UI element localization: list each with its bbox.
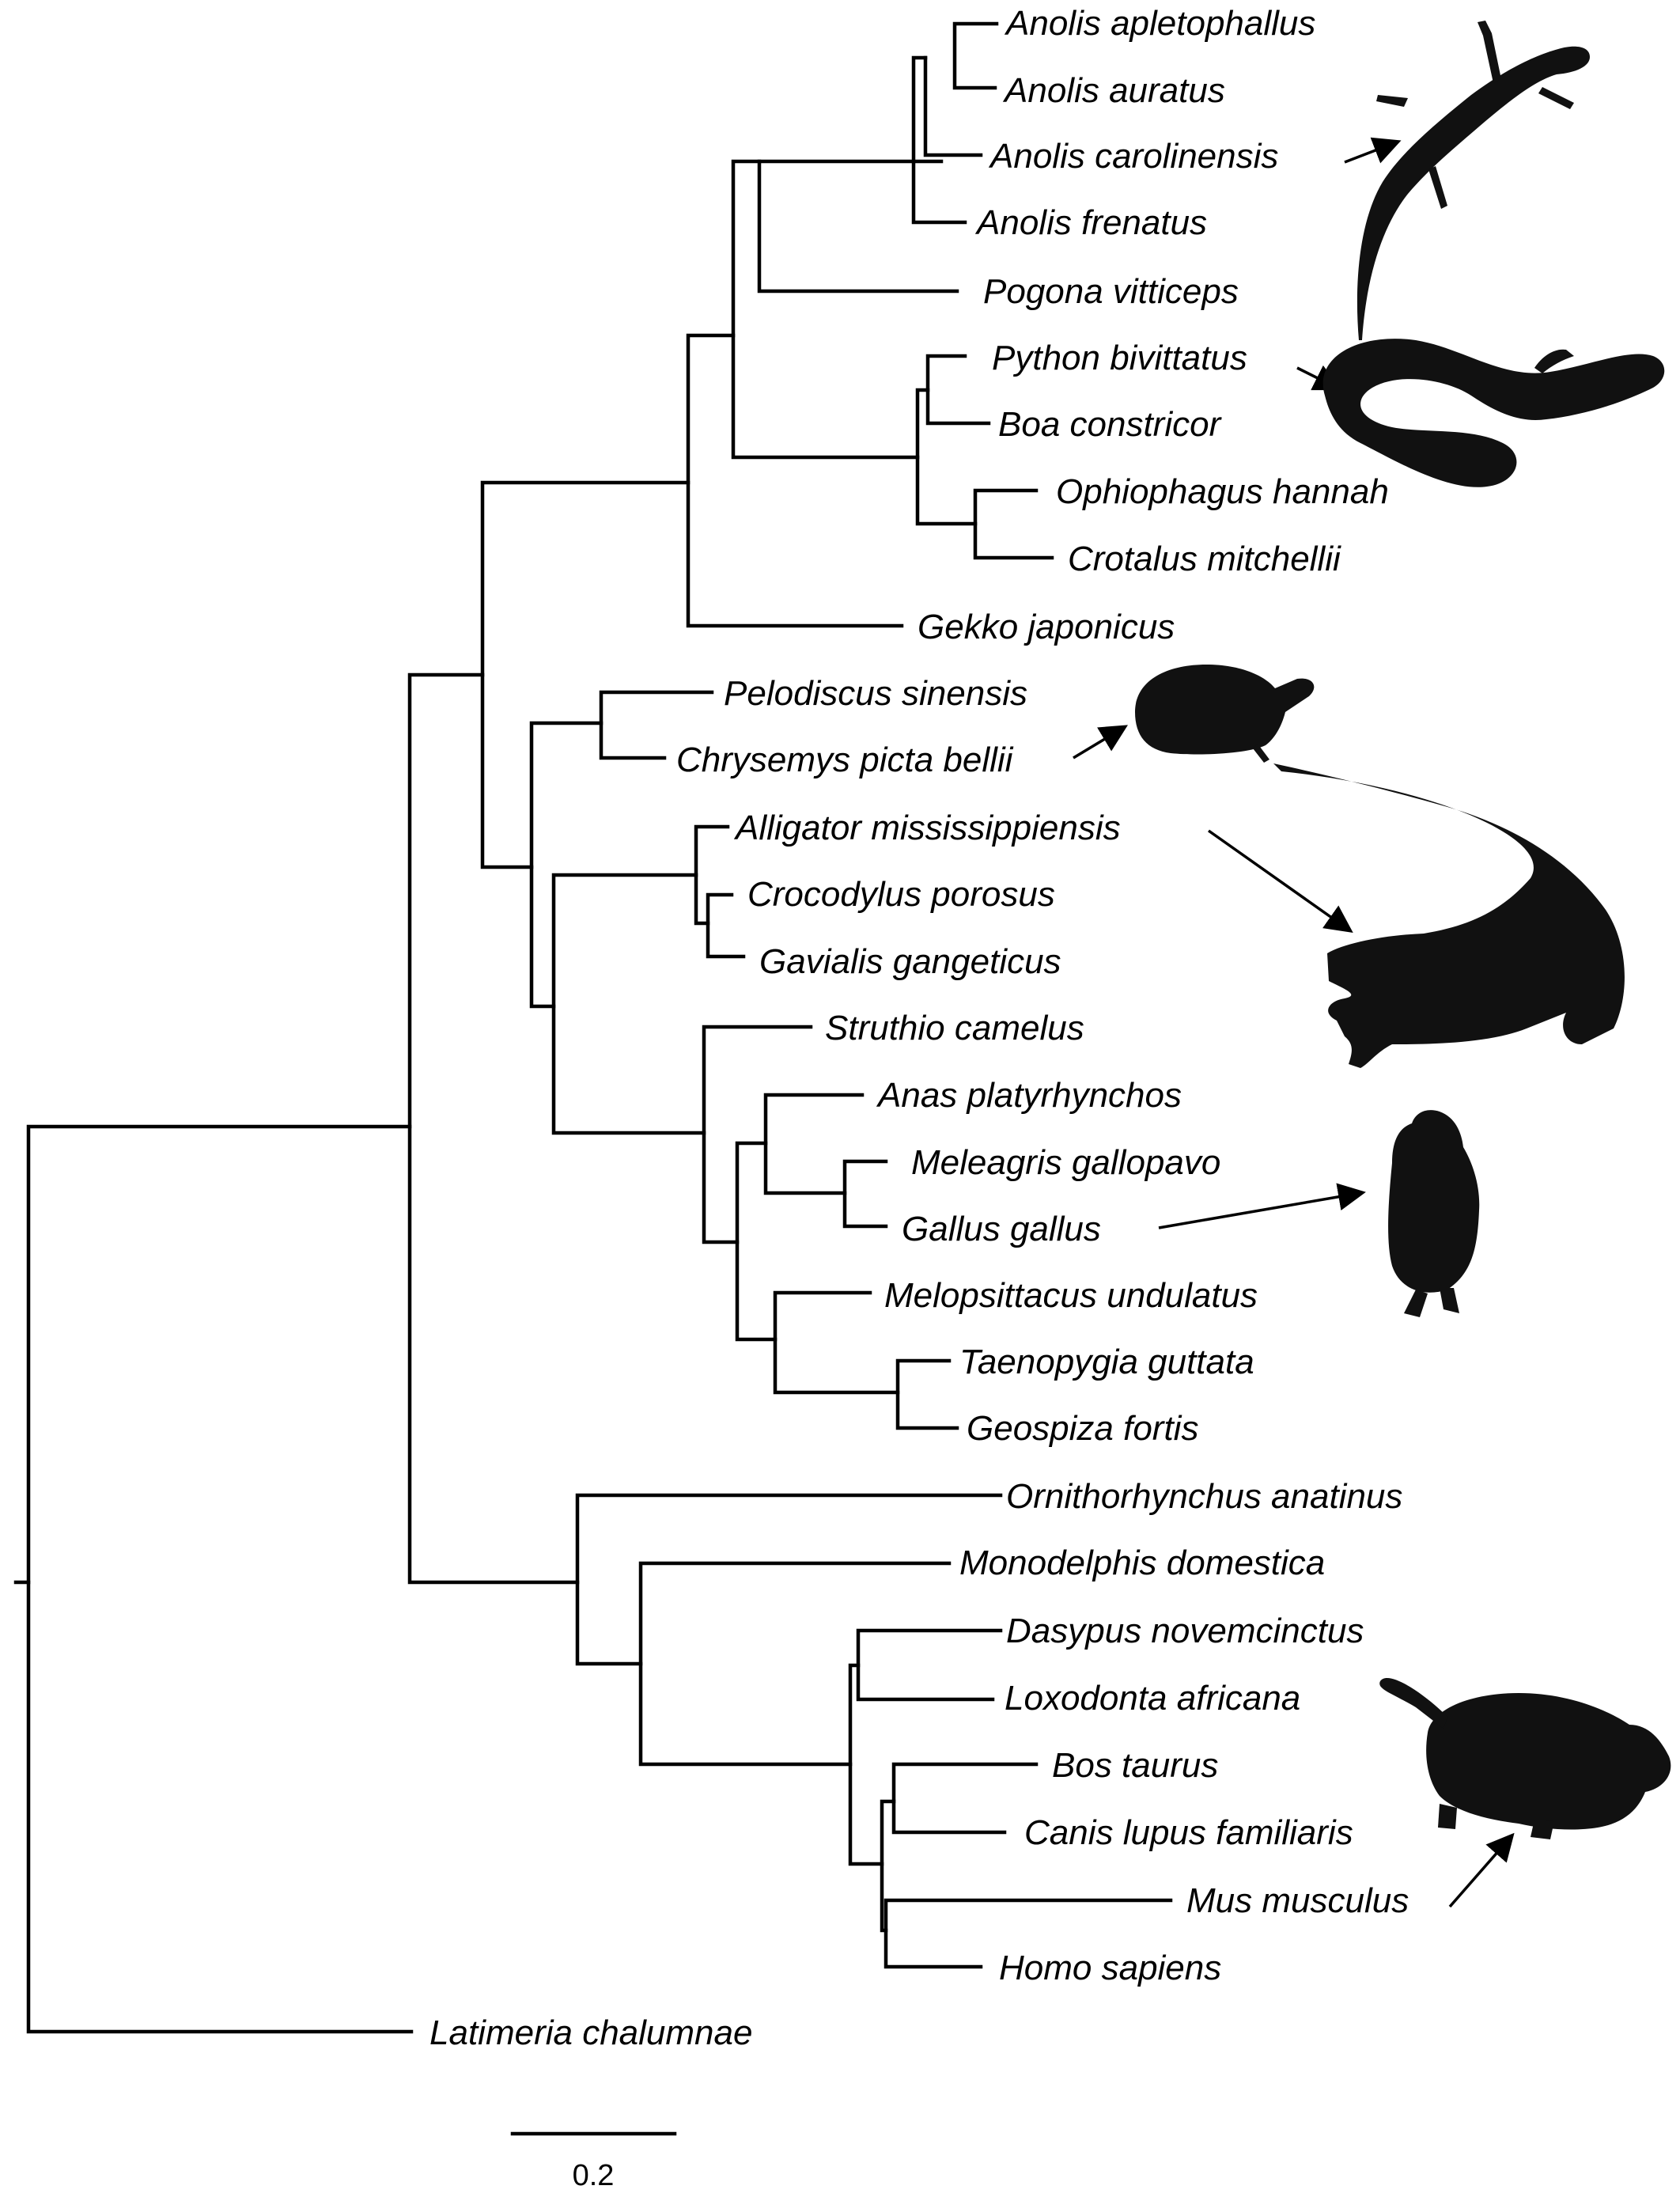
taxon-label: Melopsittacus undulatus	[884, 1276, 1258, 1315]
galloanserae-node	[763, 1093, 865, 1195]
taxon-label: Taenopygia guttata	[959, 1343, 1254, 1381]
arrow-to-lizard	[1344, 137, 1402, 164]
taxon-label: Gallus gallus	[902, 1210, 1101, 1248]
tip-labels: Anolis apletophallus Anolis auratus Anol…	[429, 4, 1409, 2052]
arrow-to-mouse	[1448, 1832, 1515, 1908]
toxicofera-node	[731, 159, 920, 460]
snake-silhouette	[1322, 339, 1665, 487]
taxon-label: Dasypus novemcinctus	[1006, 1612, 1364, 1650]
taxon-label: Anolis auratus	[1002, 71, 1225, 110]
taxon-label: Bos taurus	[1052, 1746, 1218, 1785]
laurasiatheria-node	[891, 1762, 1039, 1835]
theria-node	[638, 1561, 952, 1767]
taxon-label: Ornithorhynchus anatinus	[1006, 1477, 1402, 1516]
taxon-label: Mus musculus	[1186, 1881, 1409, 1920]
mouse-silhouette	[1379, 1678, 1671, 1839]
turtle-node	[599, 690, 714, 760]
eutheria-node	[848, 1663, 884, 1866]
mammalia-node	[575, 1493, 1003, 1666]
taxon-label: Anolis frenatus	[974, 203, 1207, 242]
arrow-to-turtle	[1073, 725, 1128, 759]
taxon-label: Canis lupus familiaris	[1024, 1813, 1353, 1852]
taxon-label: Loxodonta africana	[1005, 1679, 1300, 1718]
crocodile-silhouette	[1273, 763, 1625, 1068]
taxon-label: Latimeria chalumnae	[429, 2013, 752, 2052]
taxon-label: Gekko japonicus	[918, 608, 1175, 646]
taxon-label: Anolis apletophallus	[1004, 4, 1315, 43]
anolis-node	[911, 55, 967, 225]
squamate-node	[686, 333, 904, 628]
taxon-label: Crotalus mitchellii	[1068, 540, 1341, 578]
atlantogenata-node	[856, 1628, 1003, 1702]
archosaur-node	[551, 873, 706, 1135]
galliformes-node	[842, 1159, 888, 1229]
taxon-label: Pogona vitticeps	[983, 272, 1239, 311]
tetrapod-node	[407, 672, 580, 1585]
scale-bar-label: 0.2	[573, 2159, 615, 2192]
chicken-silhouette	[1388, 1110, 1480, 1317]
taxon-label: Ophiophagus hannah	[1056, 472, 1389, 511]
taxon-label: Monodelphis domestica	[959, 1544, 1325, 1582]
turtle-silhouette	[1135, 665, 1315, 763]
passeriformes-node	[895, 1358, 959, 1430]
taxon-label: Chrysemys picta bellii	[676, 741, 1014, 779]
taxon-label: Struthio camelus	[825, 1009, 1084, 1047]
anolis-inner-node	[923, 55, 983, 157]
taxon-label: Crocodylus porosus	[747, 875, 1055, 914]
root-node	[26, 1124, 414, 2034]
neognathae-node	[735, 1141, 778, 1342]
lizard-silhouette	[1356, 21, 1590, 340]
sauropsid-node	[480, 480, 691, 869]
scale-bar: 0.2	[510, 2131, 677, 2192]
taxon-label: Geospiza fortis	[967, 1409, 1198, 1448]
arrow-to-crocodile	[1207, 829, 1353, 934]
taxon-label: Meleagris gallopavo	[911, 1143, 1220, 1182]
taxon-label: Python bivittatus	[992, 339, 1247, 377]
taxon-label: Alligator mississippiensis	[733, 809, 1121, 847]
aves-node	[702, 1025, 813, 1244]
taxon-label: Anas platyrhynchos	[876, 1076, 1182, 1115]
caenophidia-node	[973, 488, 1054, 560]
taxon-label: Homo sapiens	[999, 1949, 1221, 1987]
taxon-label: Boa constricor	[998, 405, 1223, 444]
tree-branches	[13, 21, 1173, 2034]
euarchontoglires-node	[884, 1898, 1173, 1969]
archelosauria-node	[529, 721, 604, 1009]
arrow-to-chicken	[1158, 1183, 1366, 1229]
taxon-label: Anolis carolinensis	[988, 137, 1278, 176]
crocodylidae-node	[706, 892, 746, 959]
crocodilian-node	[694, 824, 730, 926]
taxon-label: Gavialis gangeticus	[759, 942, 1061, 981]
anolis-pair-node	[952, 21, 999, 90]
neoaves-node	[773, 1290, 900, 1395]
iguania-node	[757, 159, 959, 294]
boid-node	[925, 354, 991, 426]
taxon-label: Pelodiscus sinensis	[724, 674, 1027, 713]
